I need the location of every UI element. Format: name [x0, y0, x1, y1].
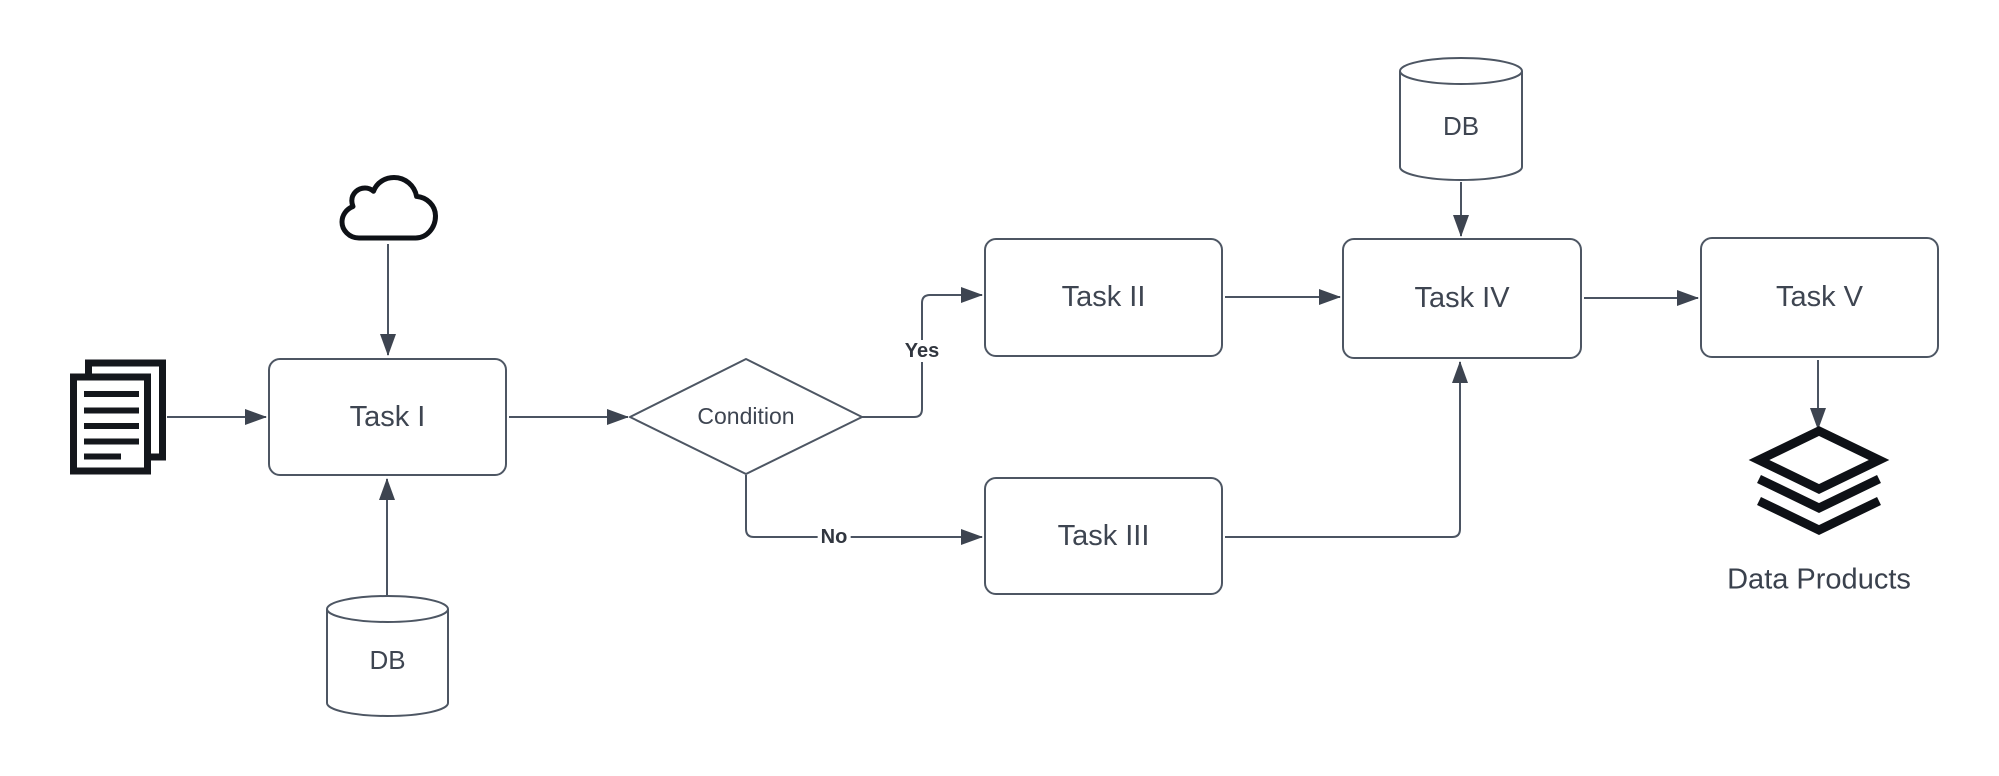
node-task3-label: Task III — [1057, 519, 1150, 552]
node-task5: Task V — [1700, 237, 1939, 358]
data-products-label: Data Products — [1727, 563, 1911, 596]
node-task5-label: Task V — [1775, 281, 1864, 313]
database-cylinder-icon-reference — [1399, 57, 1523, 181]
node-task4: Task IV — [1342, 238, 1582, 359]
documents-icon — [70, 359, 166, 475]
branch-label-yes: Yes — [901, 340, 943, 362]
database-cylinder-icon-input — [326, 595, 449, 717]
node-task2-label: Task II — [1061, 281, 1146, 313]
condition-diamond-shape — [629, 358, 863, 475]
edge-task3-task4 — [1225, 361, 1468, 538]
node-task3: Task III — [984, 477, 1223, 595]
node-task1: Task I — [268, 358, 507, 476]
branch-label-no: No — [817, 526, 851, 548]
layers-icon — [1748, 426, 1890, 535]
edge-condition-task3-no — [745, 475, 983, 545]
node-task4-label: Task IV — [1414, 282, 1510, 314]
node-task1-label: Task I — [349, 400, 426, 433]
node-task2: Task II — [984, 238, 1223, 357]
cloud-icon — [339, 175, 438, 241]
